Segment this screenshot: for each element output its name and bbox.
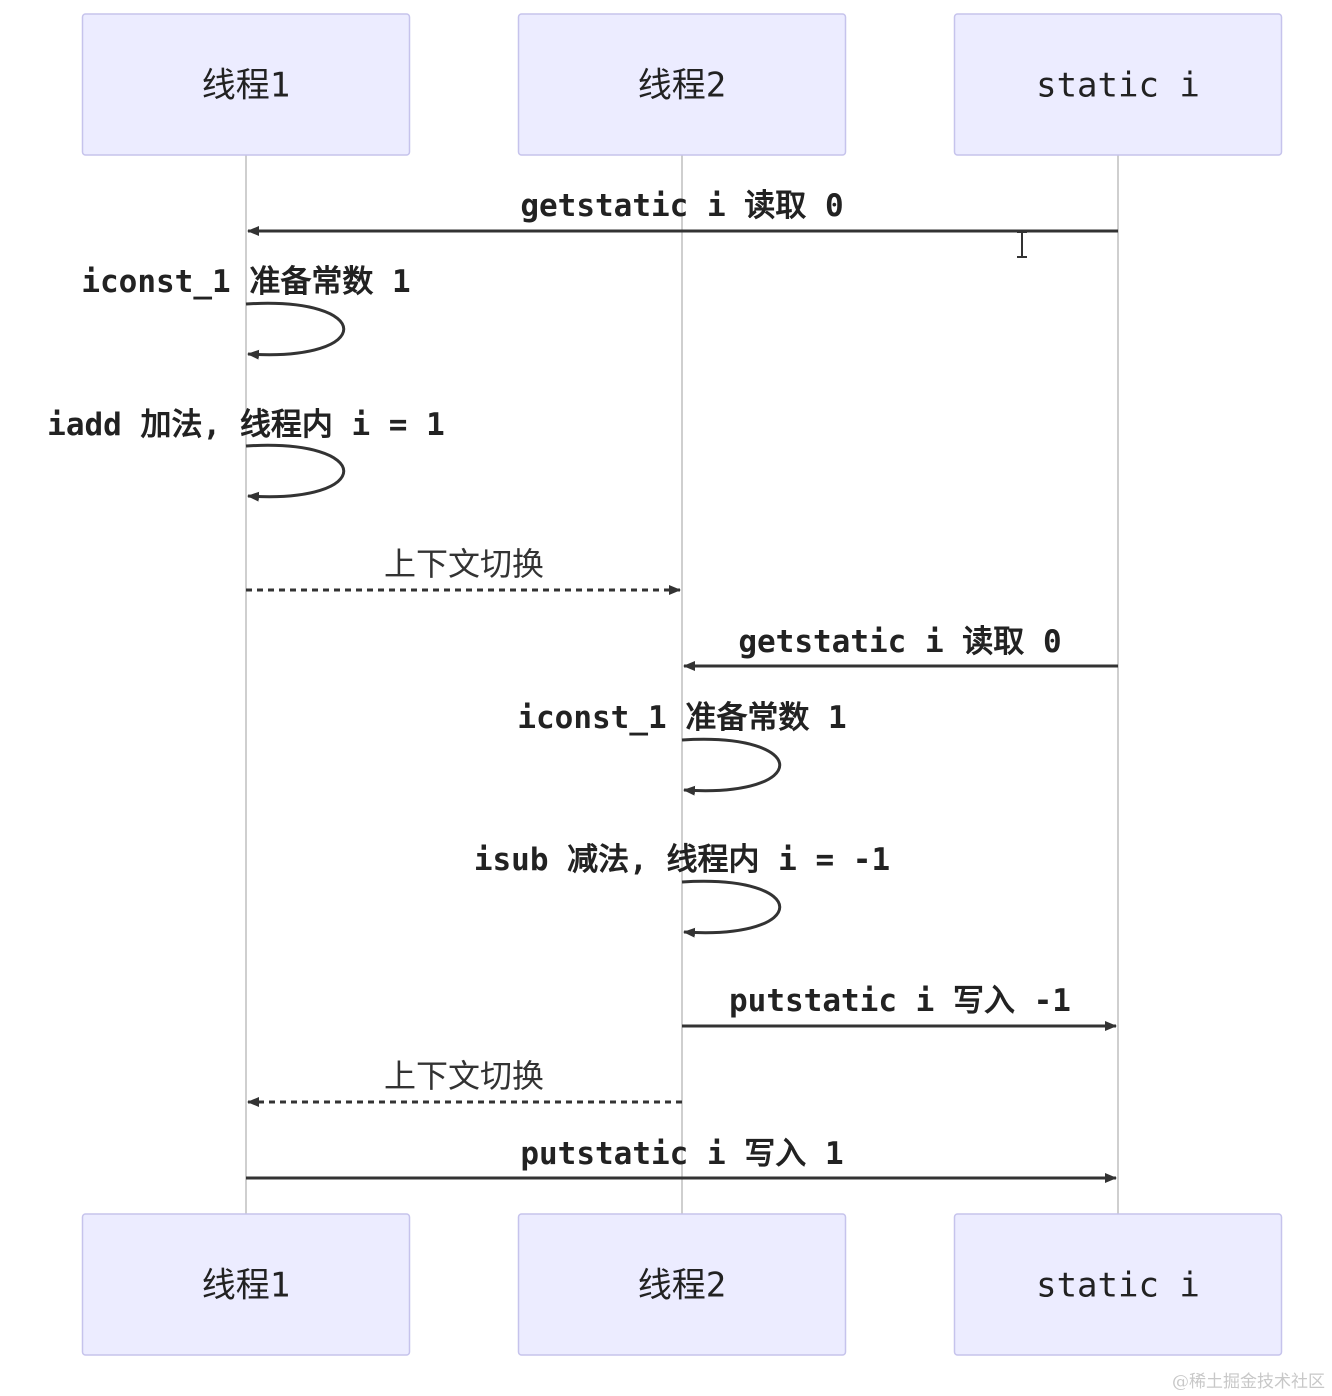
message-2: iconst_1 准备常数 1: [81, 264, 411, 360]
participant-t2-bottom: 线程2: [517, 1213, 847, 1356]
participant-box: [953, 13, 1283, 156]
participant-label: 线程2: [638, 66, 726, 106]
message-label: 上下文切换: [384, 545, 544, 583]
self-call-arrow: [681, 737, 782, 796]
message-label: getstatic i 读取 0: [520, 188, 843, 224]
participant-si-bottom: static i: [953, 1213, 1283, 1356]
message-label: getstatic i 读取 0: [738, 624, 1061, 660]
participant-box: [953, 1213, 1283, 1356]
watermark: @稀土掘金技术社区: [1172, 1372, 1325, 1392]
message-label: 上下文切换: [384, 1057, 544, 1095]
participant-label: 线程1: [202, 66, 290, 106]
message-5: getstatic i 读取 0: [683, 624, 1118, 671]
participant-si-top: static i: [953, 13, 1283, 156]
participant-t1-bottom: 线程1: [81, 1213, 411, 1356]
self-call-arrow: [245, 443, 346, 502]
participant-box: [81, 13, 411, 156]
participant-box: [81, 1213, 411, 1356]
participant-label: 线程2: [638, 1266, 726, 1306]
messages: getstatic i 读取 0 iconst_1 准备常数 1 iadd 加法, …: [47, 188, 1118, 1183]
participant-label: static i: [1036, 66, 1200, 106]
message-label: iconst_1 准备常数 1: [517, 700, 846, 736]
message-7: isub 减法, 线程内 i = -1: [474, 842, 890, 938]
message-10: putstatic i 写入 1: [246, 1136, 1117, 1183]
lifelines: [245, 155, 1119, 1214]
message-4: 上下文切换: [246, 545, 681, 595]
message-label: iconst_1 准备常数 1: [81, 264, 410, 300]
participant-box: [517, 13, 847, 156]
participant-t1-top: 线程1: [81, 13, 411, 156]
self-call-arrow: [245, 301, 346, 360]
message-1: getstatic i 读取 0: [247, 188, 1118, 236]
message-3: iadd 加法, 线程内 i = 1: [47, 407, 445, 502]
text-cursor-icon: [1017, 231, 1027, 258]
message-label: putstatic i 写入 1: [520, 1136, 843, 1172]
message-label: putstatic i 写入 -1: [729, 983, 1071, 1019]
participants-bottom: 线程1 线程2 static i: [81, 1213, 1283, 1356]
participant-t2-top: 线程2: [517, 13, 847, 156]
self-call-arrow: [681, 879, 782, 938]
participants-top: 线程1 线程2 static i: [81, 13, 1283, 156]
message-9: 上下文切换: [247, 1057, 682, 1107]
message-label: isub 减法, 线程内 i = -1: [474, 842, 890, 878]
message-6: iconst_1 准备常数 1: [517, 700, 847, 796]
participant-label: static i: [1036, 1266, 1200, 1306]
message-label: iadd 加法, 线程内 i = 1: [47, 407, 445, 443]
message-8: putstatic i 写入 -1: [682, 983, 1117, 1031]
participant-label: 线程1: [202, 1266, 290, 1306]
participant-box: [517, 1213, 847, 1356]
